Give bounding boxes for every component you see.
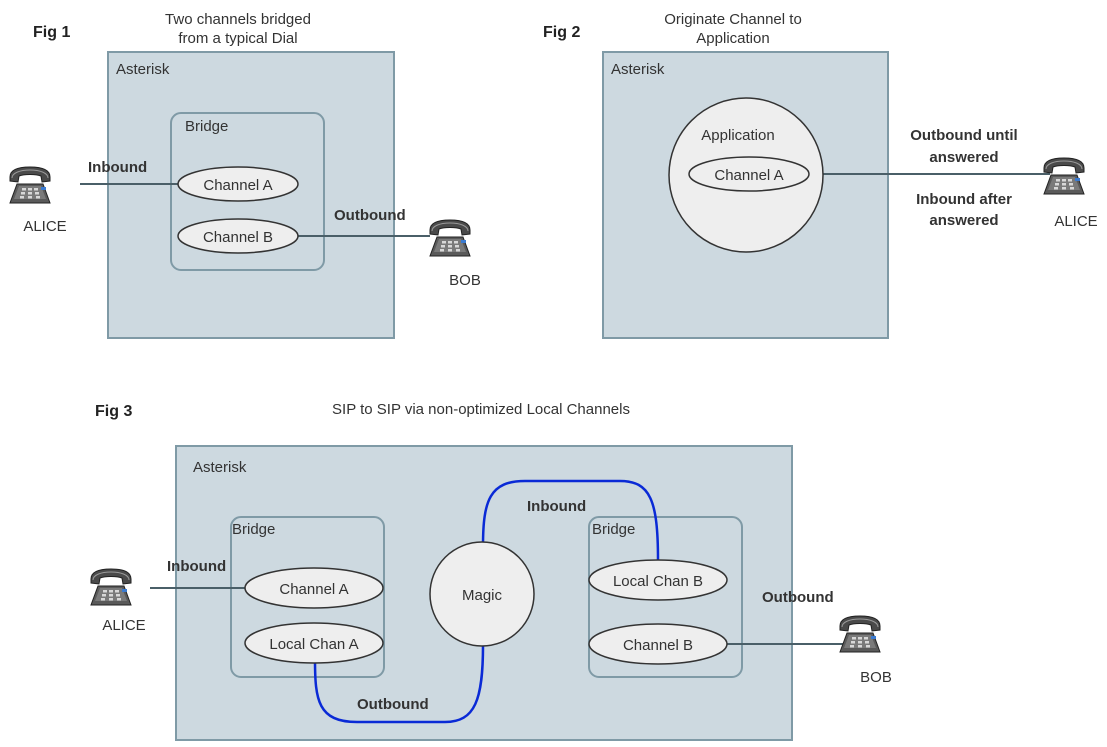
fig3-bob-telephone-icon (839, 615, 881, 653)
fig3-alice-label: ALICE (102, 617, 145, 634)
fig2-alice-label: ALICE (1054, 213, 1097, 230)
fig3-inbound-top-label: Inbound (527, 498, 586, 515)
fig1-channel-b-label: Channel B (203, 229, 273, 246)
fig3-channel-b-label: Channel B (623, 637, 693, 654)
fig1-channel-b (177, 218, 299, 254)
fig1: Fig 1 Two channels bridged from a typica… (9, 11, 481, 339)
fig2: Fig 2 Originate Channel to Application A… (543, 11, 1098, 339)
fig3-channel-a-label: Channel A (279, 581, 348, 598)
fig3-channel-b (588, 623, 728, 665)
fig1-channel-a (177, 166, 299, 202)
fig1-caption-line1: Two channels bridged (165, 11, 311, 28)
fig2-outbound-line2: answered (929, 149, 998, 166)
fig3-magic-label: Magic (462, 587, 503, 604)
fig2-label: Fig 2 (543, 24, 580, 41)
fig3-local-outbound-wire (313, 644, 485, 724)
fig3-asterisk-label: Asterisk (193, 459, 247, 476)
fig3-magic-circle (429, 541, 535, 647)
fig3-label: Fig 3 (95, 403, 132, 420)
fig2-inbound-line1: Inbound after (916, 191, 1012, 208)
fig2-channel-a-label: Channel A (714, 167, 783, 184)
fig1-channel-a-label: Channel A (203, 177, 272, 194)
fig3-bridge-left-label: Bridge (232, 521, 275, 538)
fig3-bob-label: BOB (860, 669, 892, 686)
fig1-alice-telephone-icon (9, 166, 51, 204)
fig1-outbound-label: Outbound (334, 207, 406, 224)
fig3-channel-a (244, 567, 384, 609)
fig3-outbound-right-label: Outbound (762, 589, 834, 606)
fig3: Fig 3 SIP to SIP via non-optimized Local… (90, 401, 892, 741)
fig2-caption-line1: Originate Channel to (664, 11, 802, 28)
fig3-caption: SIP to SIP via non-optimized Local Chann… (332, 401, 630, 418)
fig1-asterisk-label: Asterisk (116, 61, 170, 78)
fig1-bob-label: BOB (449, 272, 481, 289)
fig2-alice-telephone-icon (1043, 157, 1085, 195)
fig1-bridge-label: Bridge (185, 118, 228, 135)
fig1-label: Fig 1 (33, 24, 70, 41)
fig2-channel-a (688, 156, 810, 192)
fig2-inbound-line2: answered (929, 212, 998, 229)
fig2-caption-line2: Application (696, 30, 769, 47)
fig3-local-inbound-wire (481, 479, 660, 561)
fig1-bob-telephone-icon (429, 219, 471, 257)
fig3-inbound-left-label: Inbound (167, 558, 226, 575)
fig1-inbound-label: Inbound (88, 159, 147, 176)
fig3-local-chan-b-label: Local Chan B (613, 573, 703, 590)
fig3-local-chan-b (588, 559, 728, 601)
fig3-outbound-bottom-label: Outbound (357, 696, 429, 713)
fig2-asterisk-label: Asterisk (611, 61, 665, 78)
fig3-local-chan-a-label: Local Chan A (269, 636, 358, 653)
fig3-local-chan-a (244, 622, 384, 664)
fig2-outbound-line1: Outbound until (910, 127, 1017, 144)
fig1-alice-label: ALICE (23, 218, 66, 235)
fig3-alice-telephone-icon (90, 568, 132, 606)
fig2-application-label: Application (701, 127, 774, 144)
fig1-caption-line2: from a typical Dial (178, 30, 297, 47)
fig3-bridge-right-label: Bridge (592, 521, 635, 538)
